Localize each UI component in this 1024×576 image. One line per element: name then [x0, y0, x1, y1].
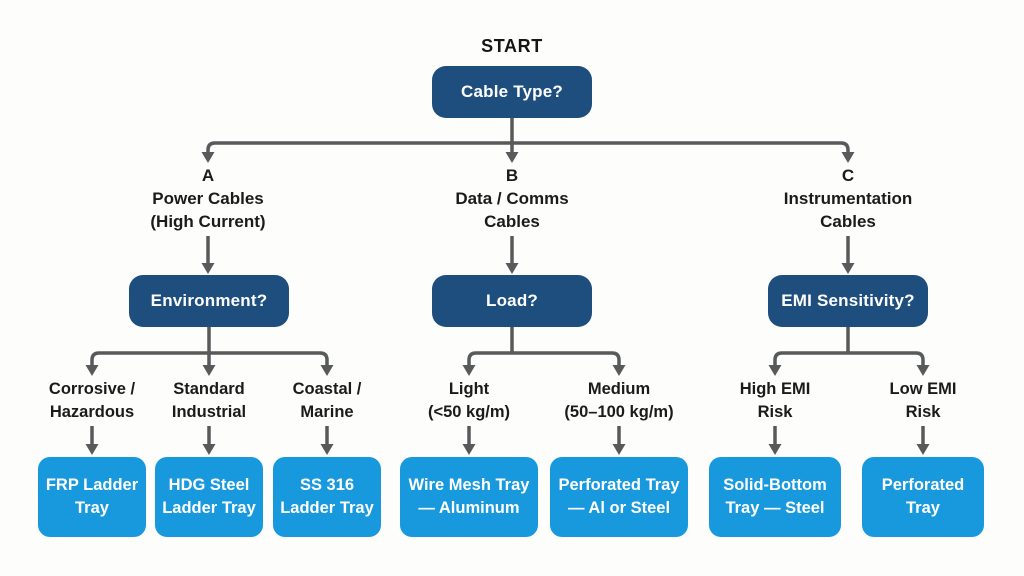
branch-a-letter: A: [201, 166, 215, 185]
node-cable-type: Cable Type?: [432, 66, 592, 118]
condition-high-emi-risk: High EMI Risk: [740, 378, 811, 424]
branch-c-name-line1: Instrumentation: [783, 189, 913, 208]
result-perforated-tray-al-or-steel: Perforated Tray — Al or Steel: [550, 457, 688, 537]
branch-b-header: B Data / Comms Cables: [455, 164, 568, 233]
condition-coastal-marine: Coastal / Marine: [293, 378, 362, 424]
branch-b-name-line2: Cables: [484, 212, 540, 231]
branch-c-header: C Instrumentation Cables: [784, 164, 912, 233]
condition-line: Risk: [757, 403, 793, 421]
condition-low-emi-risk: Low EMI Risk: [890, 378, 957, 424]
result-solid-bottom-tray-steel: Solid-Bottom Tray — Steel: [709, 457, 841, 537]
result-line: — Aluminum: [418, 499, 520, 517]
node-emi-sensitivity: EMI Sensitivity?: [768, 275, 928, 327]
condition-line: High EMI: [739, 380, 811, 398]
branch-b-letter: B: [505, 166, 519, 185]
condition-line: Coastal /: [292, 380, 362, 398]
condition-line: Risk: [905, 403, 941, 421]
branch-a-header: A Power Cables (High Current): [150, 164, 265, 233]
result-line: — Al or Steel: [567, 499, 671, 517]
branch-a-name-line1: Power Cables: [152, 189, 264, 208]
result-perforated-tray: Perforated Tray: [862, 457, 984, 537]
result-line: HDG Steel: [168, 476, 250, 494]
node-environment: Environment?: [129, 275, 289, 327]
result-line: Tray: [75, 499, 109, 517]
node-load: Load?: [432, 275, 592, 327]
condition-line: Medium: [587, 380, 651, 398]
result-line: Solid-Bottom: [723, 476, 827, 494]
condition-corrosive-hazardous: Corrosive / Hazardous: [49, 378, 135, 424]
condition-line: Hazardous: [49, 403, 135, 421]
condition-line: Low EMI: [889, 380, 957, 398]
result-frp-ladder-tray: FRP Ladder Tray: [38, 457, 146, 537]
result-ss316-ladder-tray: SS 316 Ladder Tray: [273, 457, 381, 537]
condition-line: Corrosive /: [48, 380, 136, 398]
node-load-label: Load?: [486, 291, 538, 310]
result-line: Ladder Tray: [280, 499, 374, 517]
branch-b-name-line1: Data / Comms: [455, 189, 569, 208]
result-wire-mesh-tray-aluminum: Wire Mesh Tray — Aluminum: [400, 457, 538, 537]
result-line: FRP Ladder: [45, 476, 139, 494]
node-cable-type-label: Cable Type?: [460, 82, 564, 101]
result-line: Tray: [906, 499, 940, 517]
result-line: Tray — Steel: [725, 499, 825, 517]
branch-c-letter: C: [841, 166, 855, 185]
condition-line: Standard: [173, 380, 245, 398]
node-environment-label: Environment?: [150, 291, 268, 310]
condition-line: (<50 kg/m): [427, 403, 511, 421]
result-hdg-steel-ladder-tray: HDG Steel Ladder Tray: [155, 457, 263, 537]
condition-standard-industrial: Standard Industrial: [172, 378, 246, 424]
condition-line: Marine: [300, 403, 354, 421]
condition-medium-load: Medium (50–100 kg/m): [564, 378, 673, 424]
condition-line: Industrial: [171, 403, 247, 421]
result-line: Ladder Tray: [162, 499, 256, 517]
branch-c-name-line2: Cables: [820, 212, 876, 231]
condition-line: Light: [448, 380, 490, 398]
condition-light-load: Light (<50 kg/m): [428, 378, 510, 424]
result-line: Perforated Tray: [558, 476, 680, 494]
start-label: START: [481, 36, 543, 56]
result-line: SS 316: [299, 476, 355, 494]
node-emi-sensitivity-label: EMI Sensitivity?: [781, 291, 915, 310]
branch-a-name-line2: (High Current): [150, 212, 266, 231]
result-line: Perforated: [881, 476, 965, 494]
result-line: Wire Mesh Tray: [408, 476, 530, 494]
condition-line: (50–100 kg/m): [564, 403, 674, 421]
